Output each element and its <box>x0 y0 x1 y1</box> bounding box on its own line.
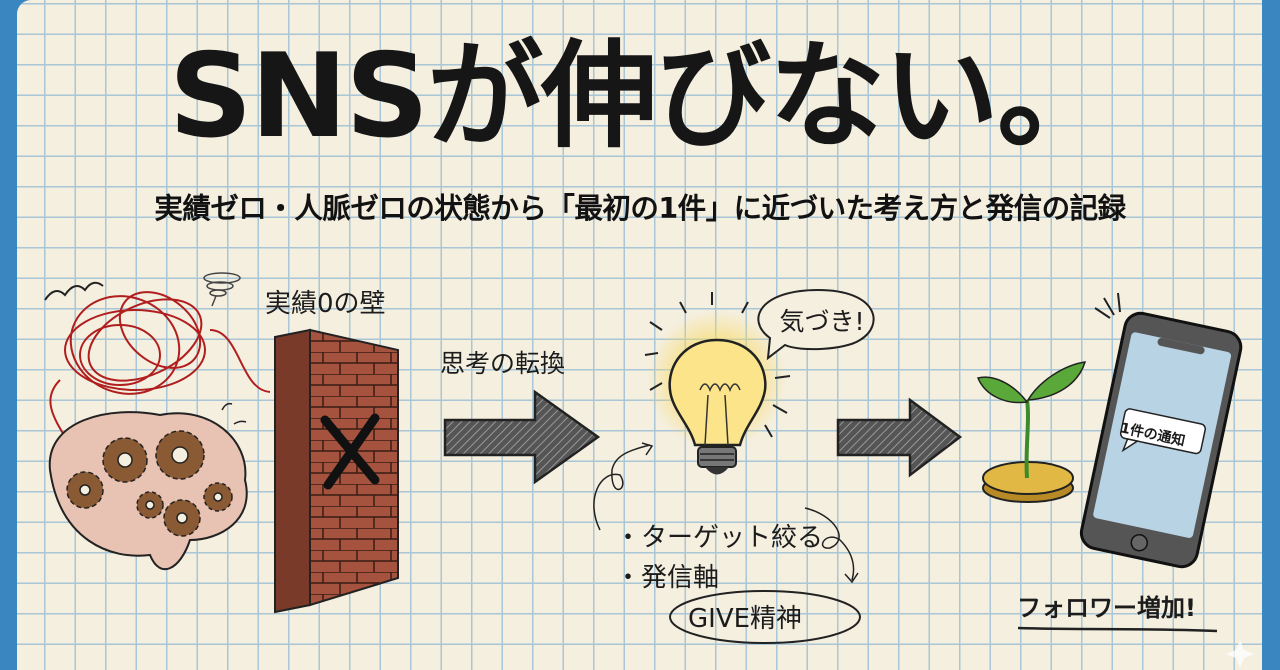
underline-icon <box>1017 626 1218 633</box>
curved-arrow-icon <box>804 507 859 584</box>
sprout-coin-icon <box>976 361 1087 503</box>
stage2-label: 思考の転換 <box>440 349 566 378</box>
bullet-item: ・ターゲット絞る <box>615 523 824 553</box>
cross-mark-icon <box>320 413 380 490</box>
page-title: SNSが伸びない。 <box>168 29 1113 164</box>
bullet-item: ・発信軸 <box>615 563 720 593</box>
tornado-icon <box>203 272 241 307</box>
page-subtitle: 実績ゼロ・人脈ゼロの状態から「最初の1件」に近づいた考え方と発信の記録 <box>154 192 1126 225</box>
speech-bubble-icon <box>757 288 875 361</box>
bullet-list: ・ターゲット絞る ・発信軸 <box>615 518 823 598</box>
graph-paper-background <box>17 0 1262 670</box>
highlight-text: GIVE精神 <box>688 604 803 634</box>
arrow-right-icon <box>836 397 963 478</box>
lightbulb-icon <box>644 292 791 475</box>
rusty-gear-brain-icon <box>48 402 248 570</box>
tangled-thread-icon <box>49 291 271 446</box>
highlight-oval-icon <box>669 590 861 644</box>
result-caption: フォロワー増加! <box>1017 594 1196 622</box>
stage1-label: 実績0の壁 <box>265 289 386 319</box>
arrow-right-icon <box>443 389 601 485</box>
vibration-lines-icon <box>1094 292 1121 319</box>
smartphone-icon <box>1079 311 1243 569</box>
bubble-text: 気づき! <box>779 307 865 336</box>
scribble-icon <box>44 281 104 301</box>
sparkle-icon <box>1226 640 1254 668</box>
curved-arrow-icon <box>593 442 654 531</box>
brick-wall-icon <box>274 328 399 614</box>
